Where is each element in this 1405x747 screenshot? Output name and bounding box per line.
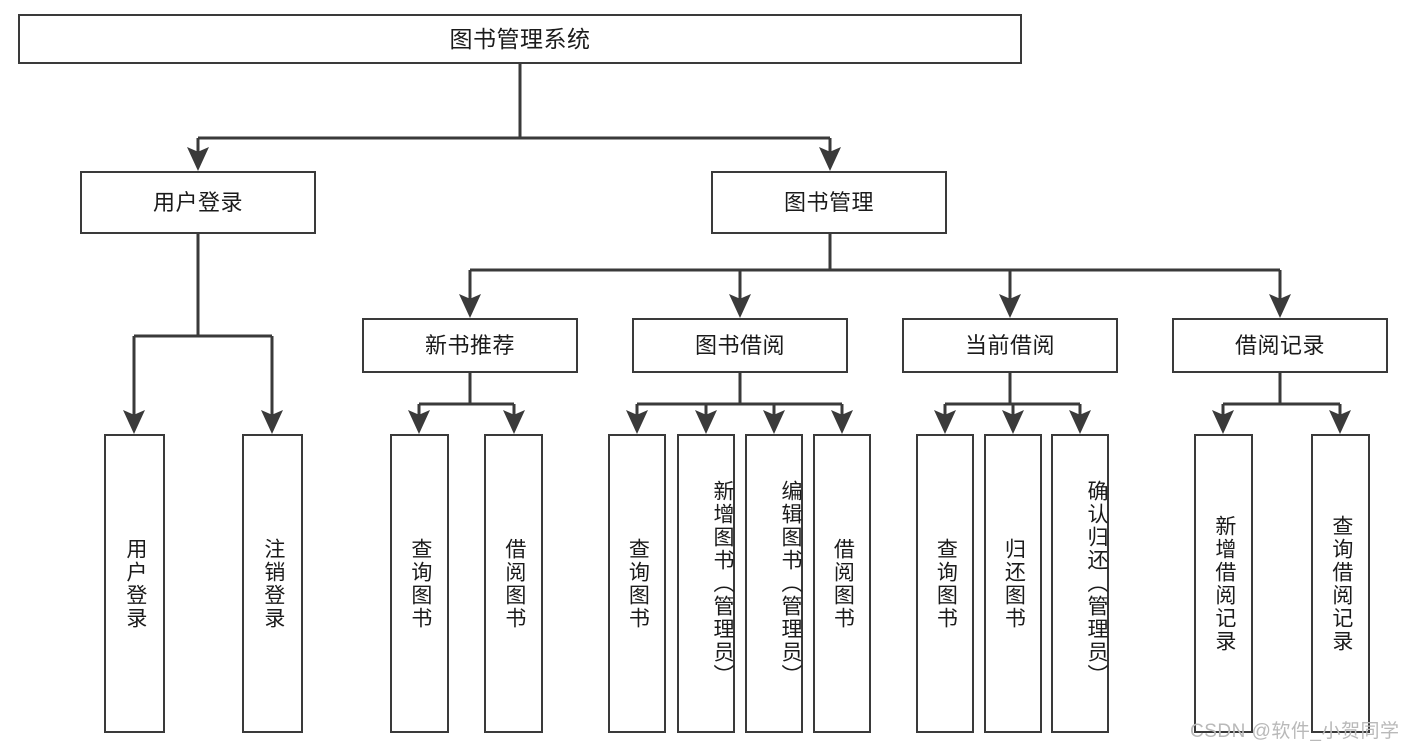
- node-user-login[interactable]: 用户登录: [80, 171, 316, 234]
- node-leaf-query-book-recommend[interactable]: 查询图书: [390, 434, 449, 733]
- node-new-book-recommend[interactable]: 新书推荐: [362, 318, 578, 373]
- node-leaf-add-borrow-record[interactable]: 新增借阅记录: [1194, 434, 1253, 733]
- node-leaf-edit-book-admin[interactable]: 编辑图书（管理员）: [745, 434, 803, 733]
- node-leaf-query-borrow-record[interactable]: 查询借阅记录: [1311, 434, 1370, 733]
- node-leaf-confirm-return-admin[interactable]: 确认归还（管理员）: [1051, 434, 1109, 733]
- node-leaf-borrow-book-recommend[interactable]: 借阅图书: [484, 434, 543, 733]
- node-leaf-user-login[interactable]: 用户登录: [104, 434, 165, 733]
- node-leaf-query-book-borrow[interactable]: 查询图书: [608, 434, 666, 733]
- node-root-system[interactable]: 图书管理系统: [18, 14, 1022, 64]
- node-book-borrow[interactable]: 图书借阅: [632, 318, 848, 373]
- node-borrow-record[interactable]: 借阅记录: [1172, 318, 1388, 373]
- node-leaf-borrow-book[interactable]: 借阅图书: [813, 434, 871, 733]
- node-leaf-query-book-current[interactable]: 查询图书: [916, 434, 974, 733]
- node-leaf-logout-login[interactable]: 注销登录: [242, 434, 303, 733]
- node-current-borrow[interactable]: 当前借阅: [902, 318, 1118, 373]
- node-book-management[interactable]: 图书管理: [711, 171, 947, 234]
- node-leaf-add-book-admin[interactable]: 新增图书（管理员）: [677, 434, 735, 733]
- csdn-watermark: CSDN @软件_小贺同学: [1190, 721, 1400, 742]
- node-leaf-return-book[interactable]: 归还图书: [984, 434, 1042, 733]
